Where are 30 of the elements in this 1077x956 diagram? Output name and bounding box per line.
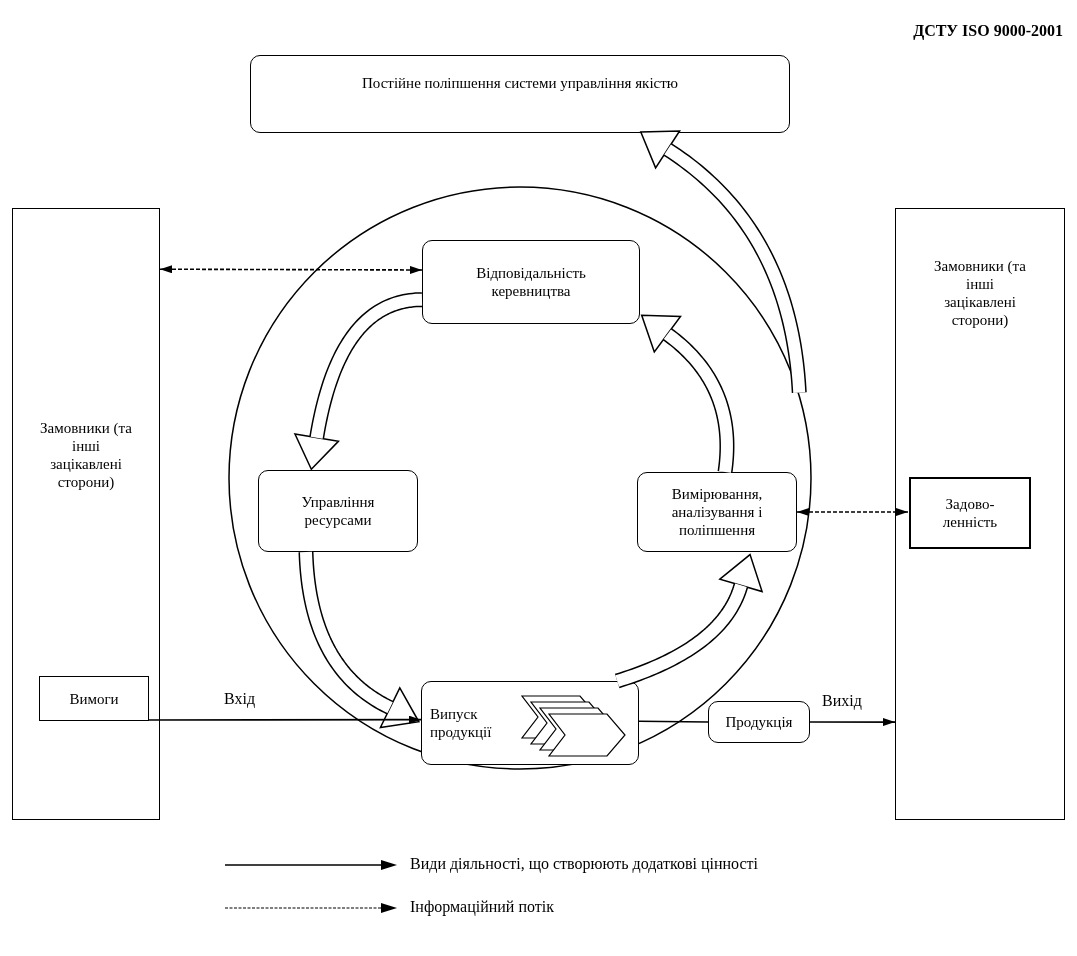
process-box [708,701,810,743]
standard-title: ДСТУ ISO 9000-2001 [913,22,1063,40]
node-label: Управління ресурсами [300,493,376,529]
process-box [250,55,790,133]
node-label: Задово- ленність [941,495,999,531]
legend-label: Види діяльності, що створюють додаткові цінності [410,855,759,873]
process-box [422,240,640,324]
node-label: Замовники (та інші зацікавлені сторони) [933,257,1027,329]
node-label: Випуск продукції [430,705,493,741]
dashed-arrow [796,508,909,516]
arrow [147,715,422,724]
arrow [809,718,896,727]
node-label: Відповідальність керевництва [475,264,587,300]
stakeholder-panel [12,208,160,820]
node-label: Замовники (та інші зацікавлені сторони) [39,419,133,491]
node-label: Вимоги [69,689,119,708]
node-label: Вимірювання, аналізування і поліпшення [670,485,764,539]
connector-line [638,720,709,723]
node-label: Постійне поліпшення системи управління якістю [362,74,678,92]
process-box [421,681,639,765]
process-box [39,676,149,721]
legend-label: Інформаційний потік [410,898,554,916]
dashed-arrow [159,265,423,274]
node-label: Продукція [725,713,793,731]
stakeholder-panel [895,208,1065,820]
process-box [258,470,418,552]
process-box [637,472,797,552]
edge-label: Вихід [820,692,864,710]
process-box [909,477,1031,549]
edge-label: Вхід [222,690,258,708]
